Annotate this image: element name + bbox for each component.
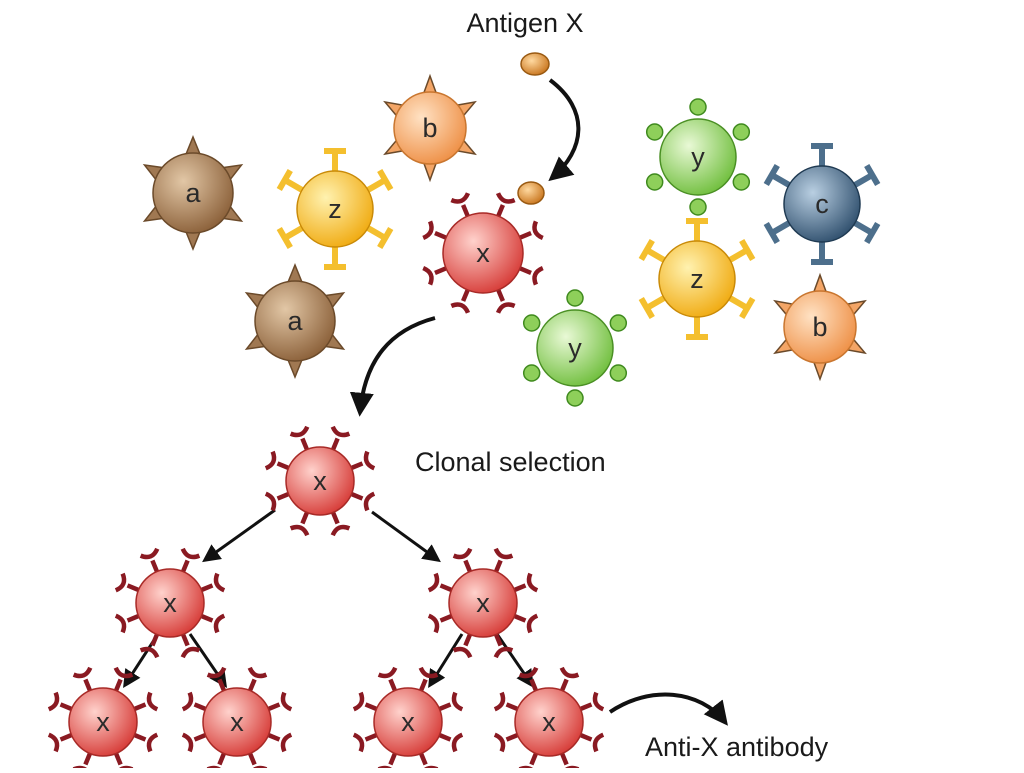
cell-x: x (422, 192, 544, 314)
arrows-layer (123, 78, 728, 726)
cell-x: x (352, 666, 464, 773)
cell-b: b (773, 272, 867, 382)
cell-letter: x (401, 707, 415, 737)
cell-letter: x (96, 707, 110, 737)
cell-z: z (276, 148, 394, 270)
division-arrow (371, 510, 441, 563)
cell-z: z (638, 218, 756, 340)
cell-x: x (493, 666, 605, 773)
cell-x: x (114, 547, 226, 659)
cell-letter: x (476, 588, 490, 618)
cell-letter: x (476, 238, 490, 268)
bound-antigen-particle (517, 181, 545, 205)
cell-letter: x (313, 466, 327, 496)
cell-letter: z (690, 264, 704, 294)
cell-letter: a (287, 306, 303, 336)
cell-x: x (427, 547, 539, 659)
cell-letter: z (328, 194, 342, 224)
cell-y: y (645, 98, 751, 216)
cell-letter: b (812, 312, 827, 342)
cell-letter: y (568, 333, 582, 363)
selection-arrow (349, 316, 436, 417)
cell-c: c (763, 143, 881, 265)
cell-a: a (142, 135, 244, 251)
cell-y: y (522, 289, 628, 407)
cell-letter: y (691, 142, 705, 172)
antibody-label: Anti-X antibody (645, 732, 829, 762)
cell-letter: x (163, 588, 177, 618)
cell-letter: b (422, 113, 437, 143)
antibody-arrow (608, 692, 728, 726)
division-arrow (188, 633, 228, 688)
cell-x: x (181, 666, 293, 773)
cells-layer: a a b b z z y y c x x x x x x x x (47, 73, 881, 773)
cell-letter: c (815, 189, 829, 219)
antigen-particle (520, 52, 550, 76)
cell-x: x (47, 666, 159, 773)
cell-letter: x (230, 707, 244, 737)
cell-letter: x (542, 707, 556, 737)
antigen-binding-arrow (548, 78, 581, 182)
antigen-label: Antigen X (466, 8, 583, 38)
cell-letter: a (185, 178, 201, 208)
cell-x: x (264, 425, 376, 537)
cell-b: b (383, 73, 477, 183)
cell-a: a (244, 263, 346, 379)
clonal-selection-label: Clonal selection (415, 447, 606, 477)
division-arrow (202, 508, 276, 563)
